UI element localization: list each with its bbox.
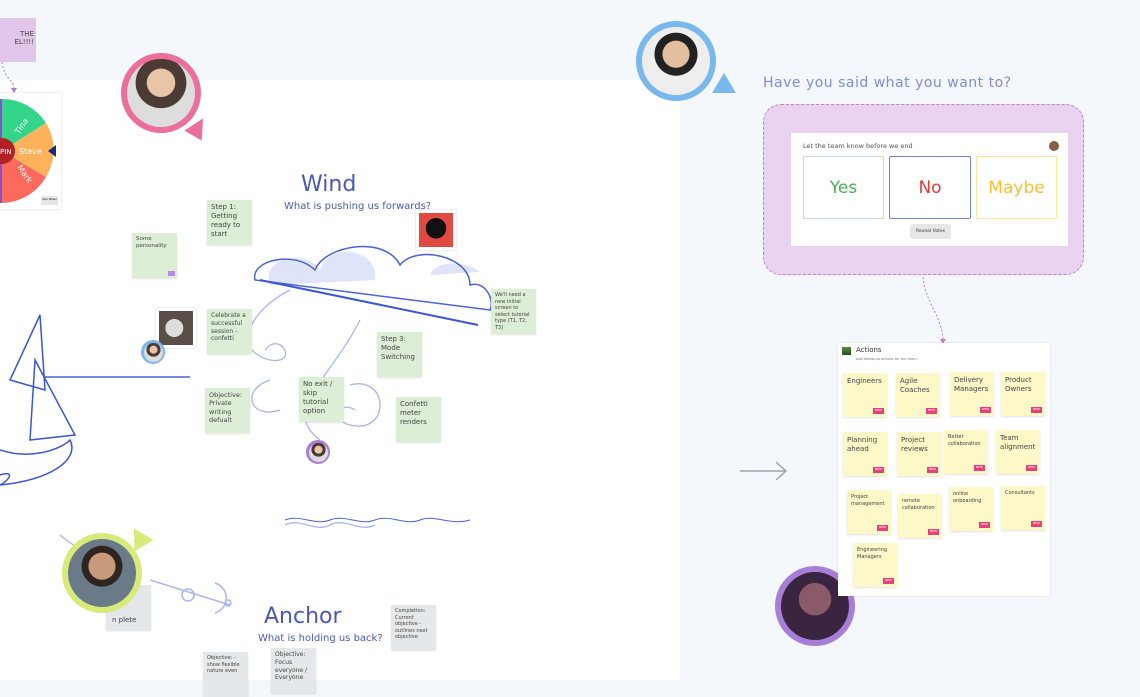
new-badge: NEW (978, 522, 990, 528)
sticky-text: Product Owners (1005, 376, 1032, 394)
actions-title: Actions (856, 346, 882, 354)
connector-arrow (922, 276, 946, 344)
avatar-purple[interactable] (775, 566, 855, 646)
avatar-pink[interactable] (121, 53, 201, 133)
new-badge: NEW (927, 529, 939, 535)
sticky-text: Team alignment (1000, 434, 1036, 452)
avatar-tiny (1049, 141, 1059, 151)
new-badge: NEW (872, 467, 884, 473)
connector-arrow (1, 61, 17, 93)
new-badge: NEW (973, 465, 985, 471)
sticky-note[interactable]: We'll need a new initial screen to selec… (491, 289, 536, 334)
spin-wheel[interactable]: PIN Tina Steve Mark (0, 93, 61, 209)
sticky-note[interactable]: Completion: Current objective - outlines… (391, 605, 436, 650)
spin-label[interactable]: PIN (0, 148, 12, 156)
sticky-note[interactable]: Some personality (132, 233, 177, 278)
vote-option-no[interactable]: No (889, 156, 971, 219)
new-badge: NEW (882, 578, 894, 584)
emoji-tag-icon (168, 271, 175, 276)
segment-steve: Steve (19, 147, 42, 156)
poll-heading: Have you said what you want to? (763, 75, 1012, 91)
vote-option-yes[interactable]: Yes (803, 156, 884, 219)
new-badge: NEW (1030, 521, 1042, 527)
wind-boat-illustration (0, 245, 492, 570)
actions-description: Add follow-up actions for the team. (856, 357, 918, 361)
sticky-text: Better collaboration (948, 434, 981, 447)
reveal-votes-button[interactable]: Reveal Votes (910, 224, 951, 239)
sticky-text: remote collaboration (902, 498, 935, 511)
wind-subtitle: What is pushing us forwards? (284, 201, 432, 212)
sticky-note[interactable]: Confetti meter renders (396, 397, 441, 442)
sticky-text: Project management (851, 494, 885, 507)
actions-icon (842, 347, 851, 355)
anchor-title: Anchor (264, 604, 342, 629)
sticky-note[interactable]: Objective: Private writing defualt (205, 388, 250, 433)
sticky-text: Engineers (847, 377, 882, 385)
dog-glasses-photo[interactable] (156, 308, 196, 348)
spin-wheel-button[interactable]: Spin Wheel (41, 196, 58, 205)
vote-option-maybe[interactable]: Maybe (976, 156, 1057, 219)
anchor-subtitle: What is holding us back? (258, 633, 383, 644)
new-badge: NEW (926, 467, 938, 473)
sticky-text: Project reviews (901, 436, 928, 454)
spin-wheel-widget[interactable]: PIN Tina Steve Mark Spin Wheel (0, 93, 61, 209)
sticky-text: Planning ahead (847, 436, 878, 454)
sticky-note[interactable]: No exit / skip tutorial option (299, 377, 344, 422)
sticky-text: Engineering Managers (857, 547, 887, 560)
sticky-note[interactable]: Objective: Focus everyone / Everyone (271, 648, 316, 693)
new-badge: NEW (1025, 465, 1037, 471)
sticky-text: Some personality (136, 236, 167, 250)
anchor-icon (150, 579, 232, 614)
avatar-small[interactable] (141, 340, 165, 364)
avatar-blue[interactable] (636, 21, 716, 101)
sticky-text: Delivery Managers (954, 376, 989, 394)
new-badge: NEW (1030, 407, 1042, 413)
arrow-right-icon (740, 461, 788, 481)
new-badge: NEW (872, 408, 884, 414)
avatar-small[interactable] (306, 440, 330, 464)
new-badge: NEW (925, 408, 937, 414)
sticky-text: online onboarding (953, 491, 982, 504)
poll-card: Let the team know before we end Yes No M… (791, 133, 1068, 246)
avatar-lime[interactable] (62, 533, 142, 613)
cursor-pointer-icon (712, 73, 736, 93)
sticky-text: Agile Coaches (900, 377, 930, 395)
sticky-note-purple[interactable]: THE EL!!!! (0, 18, 36, 62)
wheel-pointer-icon (48, 145, 56, 157)
new-badge: NEW (979, 407, 991, 413)
poll-question: Let the team know before we end (803, 142, 913, 150)
wind-title: Wind (301, 172, 357, 197)
dog-photo[interactable] (416, 210, 456, 250)
sticky-note[interactable]: Objective: - show flexible nature even (203, 652, 248, 697)
sticky-note[interactable]: Celebrate a successful session - confett… (207, 309, 252, 354)
sticky-note[interactable]: Step 3: Mode Switching (377, 332, 422, 377)
sticky-text: Consultants (1005, 490, 1035, 496)
sticky-note[interactable]: Step 1: Getting ready to start (207, 200, 252, 245)
new-badge: NEW (876, 525, 888, 531)
